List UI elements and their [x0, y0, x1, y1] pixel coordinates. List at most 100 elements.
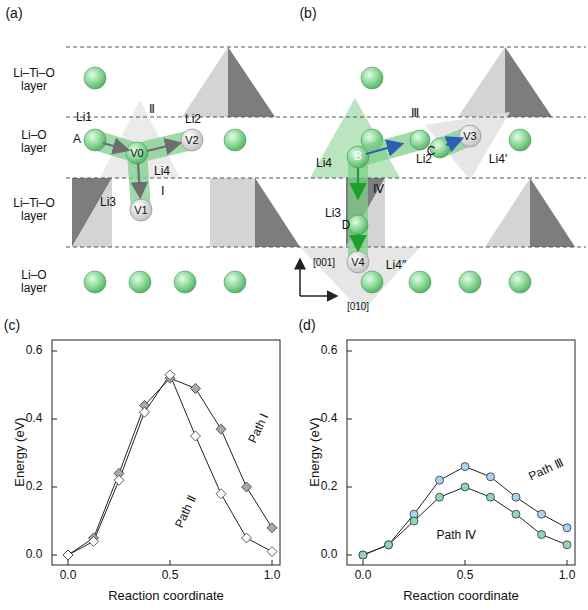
data-marker	[359, 551, 367, 559]
layer-label: Li–Ti–O layer	[3, 197, 65, 223]
tick-label: 0.2	[26, 480, 43, 493]
tick	[170, 560, 171, 565]
site-label: V0	[130, 147, 143, 159]
data-marker	[242, 533, 252, 543]
site-label: Li4	[316, 157, 332, 170]
tick	[52, 555, 57, 556]
tick-label: 0.6	[26, 344, 43, 357]
site-label: A	[73, 133, 81, 146]
tick	[52, 351, 57, 352]
tick-label: 1.0	[264, 569, 281, 582]
energy-curve	[68, 375, 272, 555]
site-label: D	[342, 219, 351, 232]
data-marker	[63, 550, 73, 560]
data-marker	[89, 536, 99, 546]
tick	[52, 487, 57, 488]
tick-label: 0.0	[355, 569, 372, 582]
tick-label: 0.6	[321, 344, 338, 357]
panel-label: (b)	[299, 6, 316, 21]
site-label: V1	[134, 204, 147, 216]
axis-title: Energy (eV)	[13, 417, 27, 486]
tick-label: 0.4	[26, 412, 43, 425]
data-marker	[512, 493, 520, 501]
tick	[363, 560, 364, 565]
data-marker	[267, 547, 277, 557]
path-number: Ⅱ	[149, 103, 155, 116]
data-marker	[461, 483, 469, 491]
site-label: V4	[351, 256, 364, 268]
tick-label: 0.2	[321, 480, 338, 493]
data-marker	[385, 541, 393, 549]
tick-label: 0.0	[26, 548, 43, 561]
data-marker	[538, 510, 546, 518]
panel-label: (a)	[5, 6, 22, 21]
data-marker	[512, 510, 520, 518]
site-label: V3	[463, 130, 476, 142]
site-label: Li2	[185, 113, 201, 126]
data-marker	[436, 493, 444, 501]
tick	[52, 419, 57, 420]
series-label: Path Ⅳ	[436, 529, 475, 542]
tick-label: 0.0	[321, 548, 338, 561]
tick	[347, 487, 352, 488]
data-marker	[359, 551, 367, 559]
site-label: Li2	[416, 153, 432, 166]
tick	[465, 560, 466, 565]
tick	[567, 560, 568, 565]
axis-title: Energy (eV)	[308, 417, 322, 486]
tick	[272, 560, 273, 565]
data-marker	[216, 424, 226, 434]
tick	[347, 351, 352, 352]
path-number: Ⅳ	[373, 183, 384, 196]
data-marker	[140, 407, 150, 417]
site-label: V2	[185, 134, 198, 146]
data-marker	[436, 476, 444, 484]
tick	[347, 419, 352, 420]
data-marker	[191, 383, 201, 393]
panel-label: (d)	[298, 318, 315, 333]
data-marker	[385, 541, 393, 549]
series-label: Path Ⅰ	[246, 411, 271, 446]
axis-direction: [001]	[313, 257, 335, 268]
data-marker	[563, 541, 571, 549]
data-marker	[267, 523, 277, 533]
data-marker	[242, 482, 252, 492]
site-label: Li3	[100, 196, 116, 209]
tick	[347, 555, 352, 556]
data-marker	[165, 370, 175, 380]
data-marker	[487, 473, 495, 481]
site-label: B	[354, 150, 362, 163]
data-marker	[63, 550, 73, 560]
series-label: Path Ⅲ	[527, 456, 565, 483]
data-marker	[563, 524, 571, 532]
data-marker	[538, 531, 546, 539]
path-number: Ⅲ	[411, 107, 419, 120]
axis-title: Reaction coordinate	[108, 589, 224, 603]
tick-label: 1.0	[559, 569, 576, 582]
data-marker	[461, 463, 469, 471]
data-marker	[410, 517, 418, 525]
data-marker	[191, 431, 201, 441]
data-marker	[114, 475, 124, 485]
path-number: Ⅰ	[161, 185, 165, 198]
energy-curve	[363, 487, 567, 555]
layer-label: Li–O layer	[9, 269, 59, 295]
site-label: Li4′	[489, 153, 507, 166]
axis-direction: [010]	[347, 301, 369, 312]
panel-label: (c)	[4, 318, 20, 333]
tick-label: 0.5	[457, 569, 474, 582]
site-label: Li1	[76, 111, 92, 124]
tick-label: 0.0	[60, 569, 77, 582]
site-label: Li4	[154, 165, 170, 178]
tick-label: 0.5	[162, 569, 179, 582]
series-label: Path Ⅱ	[173, 494, 199, 530]
layer-label: Li–Ti–O layer	[3, 67, 65, 93]
axis-title: Reaction coordinate	[403, 589, 519, 603]
tick-label: 0.4	[321, 412, 338, 425]
site-label: Li4″	[386, 259, 406, 272]
data-marker	[216, 489, 226, 499]
tick	[68, 560, 69, 565]
layer-label: Li–O layer	[9, 129, 59, 155]
data-marker	[487, 493, 495, 501]
